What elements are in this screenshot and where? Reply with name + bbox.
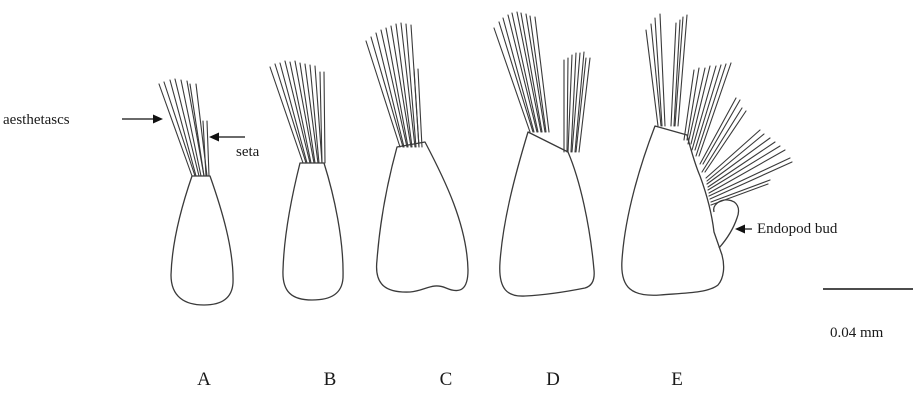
endopod-bud-label: Endopod bud [757,221,838,237]
aesthetasc-cluster-a [159,79,207,176]
endopod-bud-arrow [735,225,752,234]
aesthetascs-label: aesthetascs [3,112,70,128]
antennule-stage-a [159,79,233,305]
antennule-stage-c [366,23,468,292]
antennule-stage-e [622,14,792,295]
segment-outline-e [622,126,724,295]
segment-outline-d [500,132,594,296]
segment-outline-c [377,142,468,292]
antennule-stage-d [494,12,594,296]
panel-label-c: C [440,369,453,390]
aesthetasc-cluster-d [494,12,549,132]
segment-outline-b [283,163,343,300]
aesthetasc-cluster-b [270,61,325,163]
scale-bar-label: 0.04 mm [830,325,884,341]
panel-label-d: D [546,369,560,390]
aesthetasc-cluster-e [646,14,687,126]
seta-cluster-d [564,52,590,152]
panel-label-b: B [324,369,337,390]
segment-outline-a [171,176,233,305]
seta-label: seta [236,144,260,160]
seta-arrow [209,133,245,142]
panel-label-a: A [197,369,211,390]
aesthetascs-arrow [122,115,163,124]
seta-cluster-e-lower [706,130,792,205]
antennule-stage-b [270,61,343,300]
aesthetasc-cluster-c [366,23,422,147]
panel-label-e: E [671,369,683,390]
